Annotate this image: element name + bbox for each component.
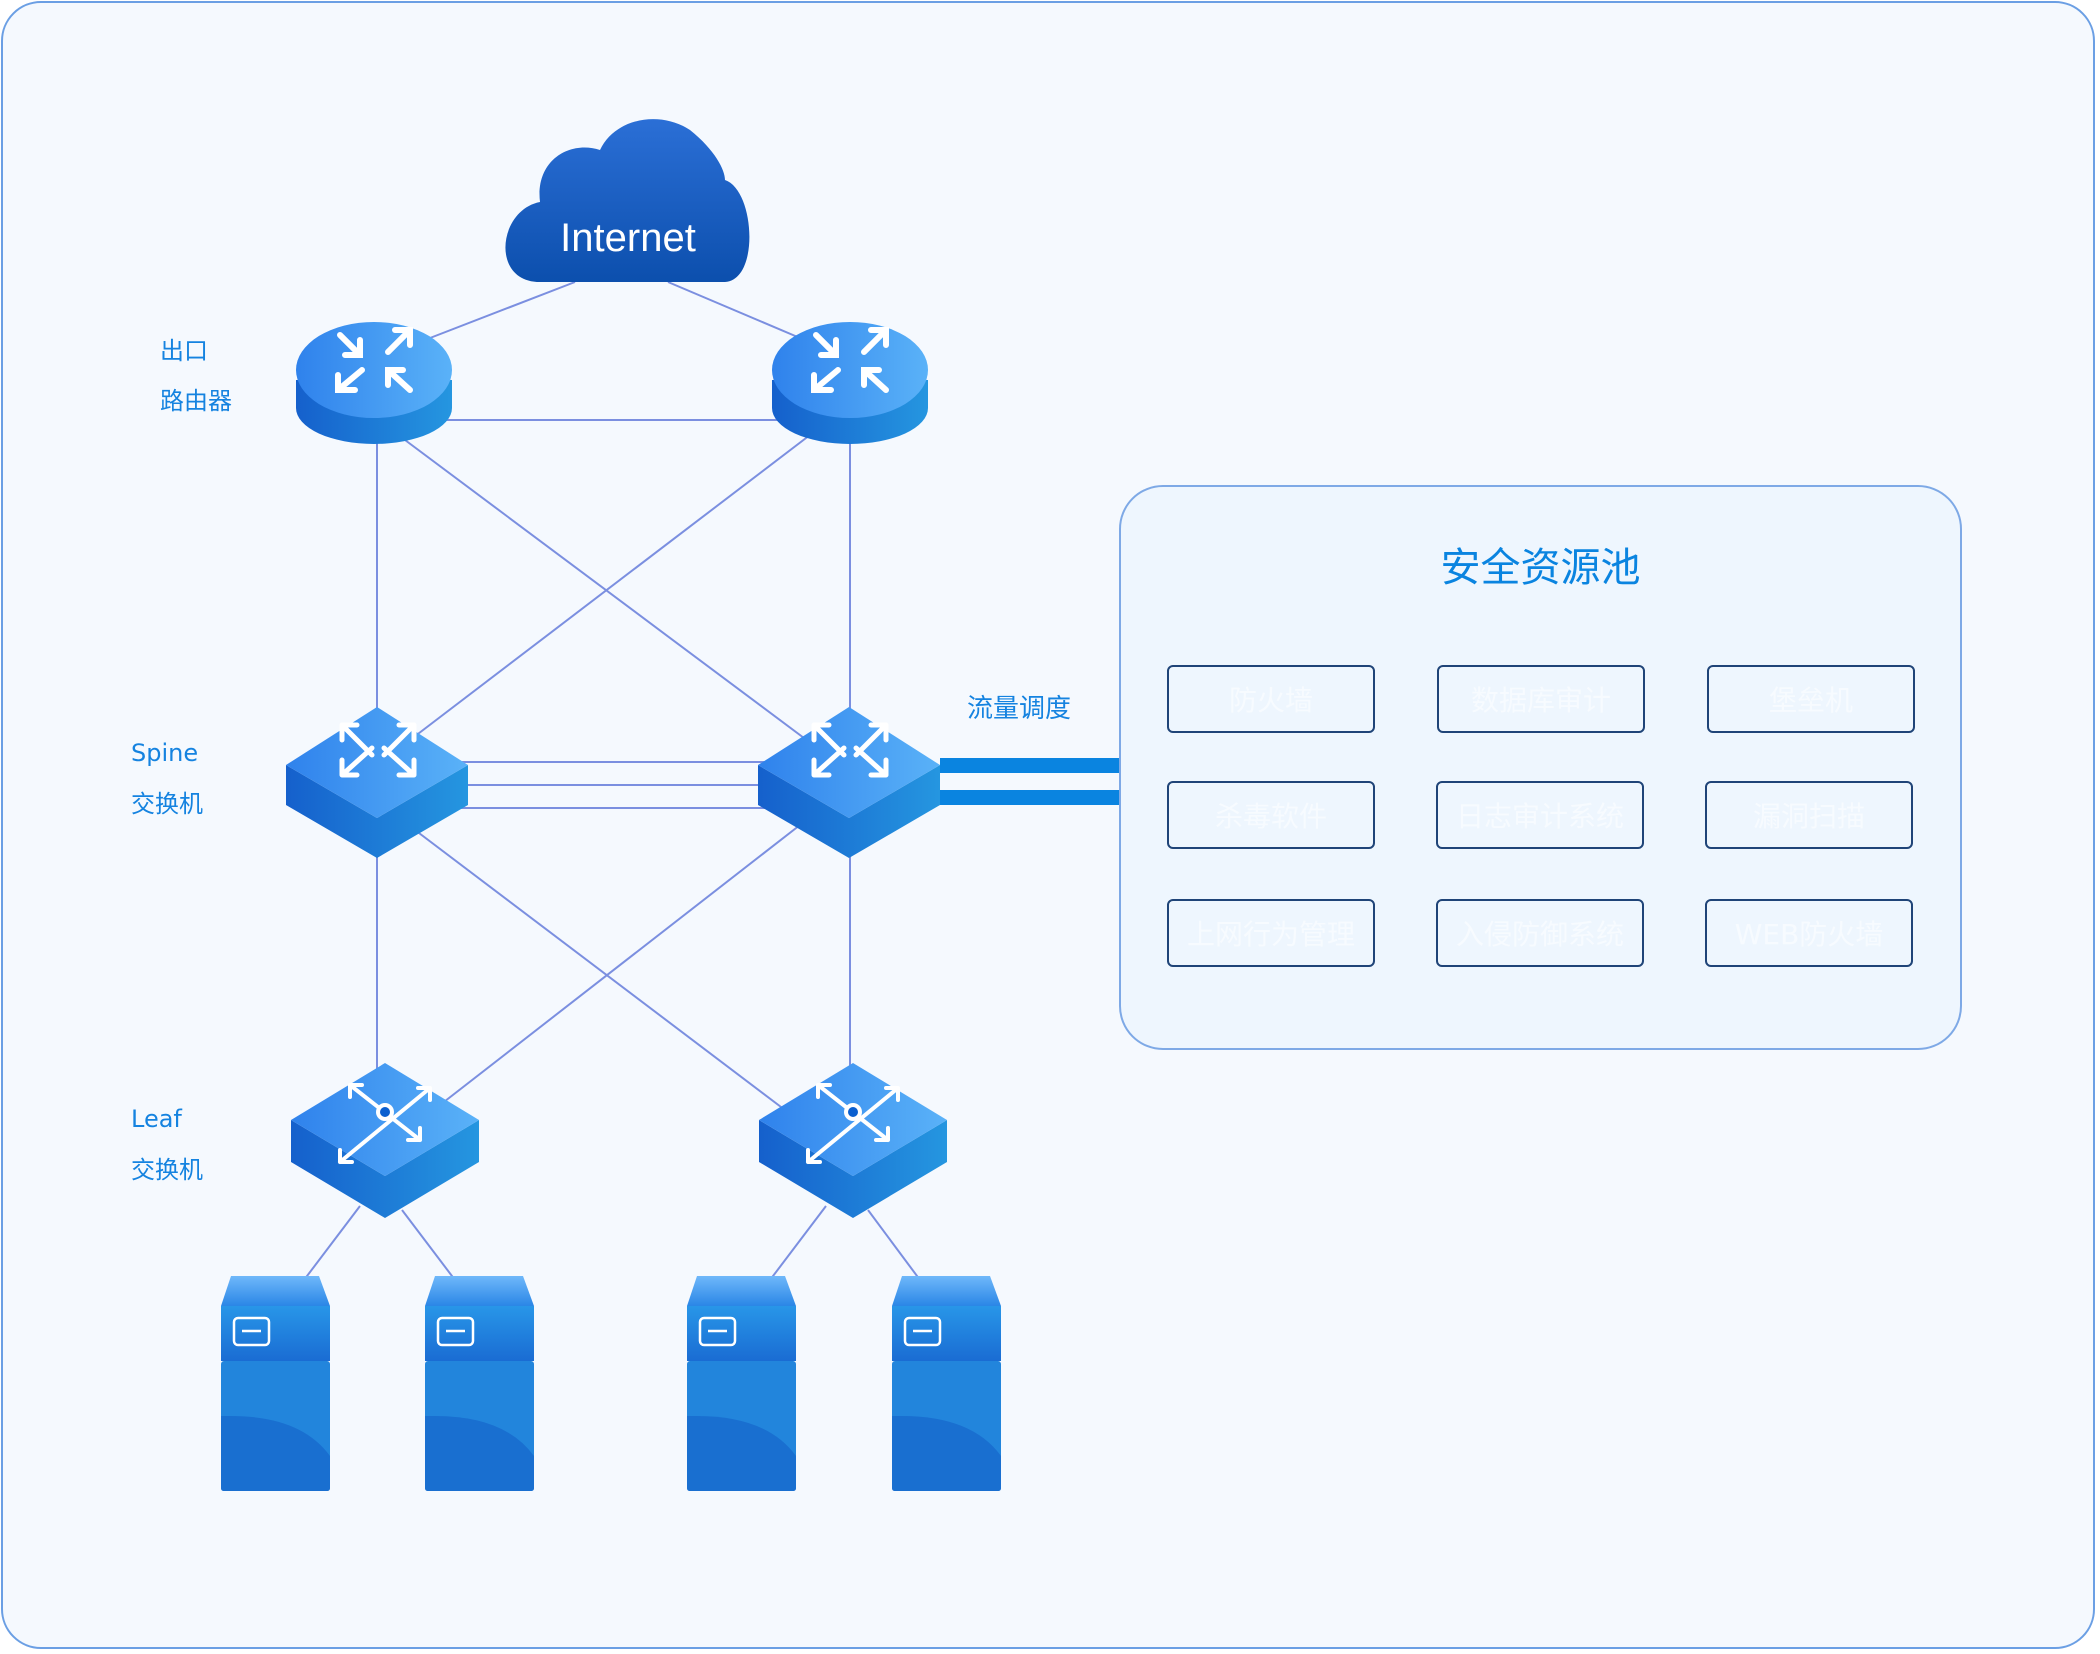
link-leaf-left-server-2 <box>401 1209 456 1281</box>
link-cloud-router-left <box>429 281 576 339</box>
router-layer-label-line1: 出口 <box>160 337 208 365</box>
server-1-icon <box>221 1276 330 1491</box>
service-firewall[interactable]: 防火墙 <box>1167 665 1375 733</box>
leaf-switch-left-icon <box>291 1063 479 1218</box>
link-leaf-right-server-4 <box>867 1209 921 1281</box>
service-database-audit[interactable]: 数据库审计 <box>1437 665 1645 733</box>
link-leaf-left-server-1 <box>303 1205 361 1281</box>
spine-switch-right-icon <box>758 707 940 858</box>
link-cloud-router-right <box>667 281 801 339</box>
spine-switch-left-icon <box>286 707 468 858</box>
server-4-icon <box>892 1276 1001 1491</box>
traffic-link-bar-1 <box>940 758 1120 773</box>
service-intrusion-prevention[interactable]: 入侵防御系统 <box>1436 899 1644 967</box>
leaf-layer-label-line1: Leaf <box>131 1105 182 1133</box>
link-leaf-right-server-3 <box>769 1205 827 1281</box>
link-spine-left-leaf-right <box>414 829 786 1111</box>
traffic-link-bar-2 <box>940 790 1120 805</box>
service-bastion-host[interactable]: 堡垒机 <box>1707 665 1915 733</box>
traffic-scheduling-label: 流量调度 <box>967 694 1072 724</box>
server-3-icon <box>687 1276 796 1491</box>
router-left-icon <box>296 322 452 444</box>
service-web-firewall[interactable]: WEB防火墙 <box>1705 899 1913 967</box>
internet-cloud: Internet <box>500 150 756 280</box>
service-log-audit[interactable]: 日志审计系统 <box>1436 781 1644 849</box>
router-right-icon <box>772 322 928 444</box>
router-layer-label-line2: 路由器 <box>160 387 232 415</box>
leaf-switch-right-icon <box>759 1063 947 1218</box>
security-resource-pool: 安全资源池 防火墙 数据库审计 堡垒机 杀毒软件 日志审计系统 漏洞扫描 上网行… <box>1119 485 1962 1050</box>
link-router-left-spine-right <box>404 439 821 751</box>
link-spine-right-leaf-left <box>439 824 801 1106</box>
server-2-icon <box>425 1276 534 1491</box>
internet-cloud-icon <box>505 119 750 282</box>
spine-layer-label-line2: 交换机 <box>131 790 203 818</box>
spine-layer-label-line1: Spine <box>131 739 199 767</box>
service-internet-behavior-mgmt[interactable]: 上网行为管理 <box>1167 899 1375 967</box>
link-router-right-spine-left <box>409 434 811 741</box>
service-antivirus[interactable]: 杀毒软件 <box>1167 781 1375 849</box>
cloud-label: Internet <box>560 216 696 260</box>
service-vulnerability-scan[interactable]: 漏洞扫描 <box>1705 781 1913 849</box>
leaf-layer-label-line2: 交换机 <box>131 1156 203 1184</box>
pool-title: 安全资源池 <box>1440 545 1641 591</box>
